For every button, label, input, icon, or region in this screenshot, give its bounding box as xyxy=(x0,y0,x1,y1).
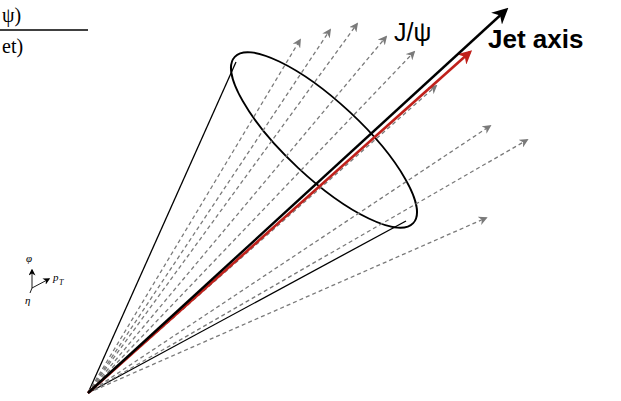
axis-symbol: p xyxy=(53,272,59,283)
particle-label: J/ψ xyxy=(394,20,431,45)
jet-axis-arrow xyxy=(88,10,506,393)
particle-tracks xyxy=(88,24,527,393)
fraction-bar xyxy=(0,29,88,30)
formula-fragment: et) xyxy=(2,36,23,56)
coordinate-axes xyxy=(30,270,49,293)
axis-symbol: η xyxy=(25,295,30,306)
jet-cone xyxy=(88,29,439,393)
axis-subscript: T xyxy=(59,279,63,287)
formula-fragment: ψ) xyxy=(2,5,21,25)
axis-label: Jet axis xyxy=(488,26,583,52)
axis-symbol: φ xyxy=(26,253,32,264)
